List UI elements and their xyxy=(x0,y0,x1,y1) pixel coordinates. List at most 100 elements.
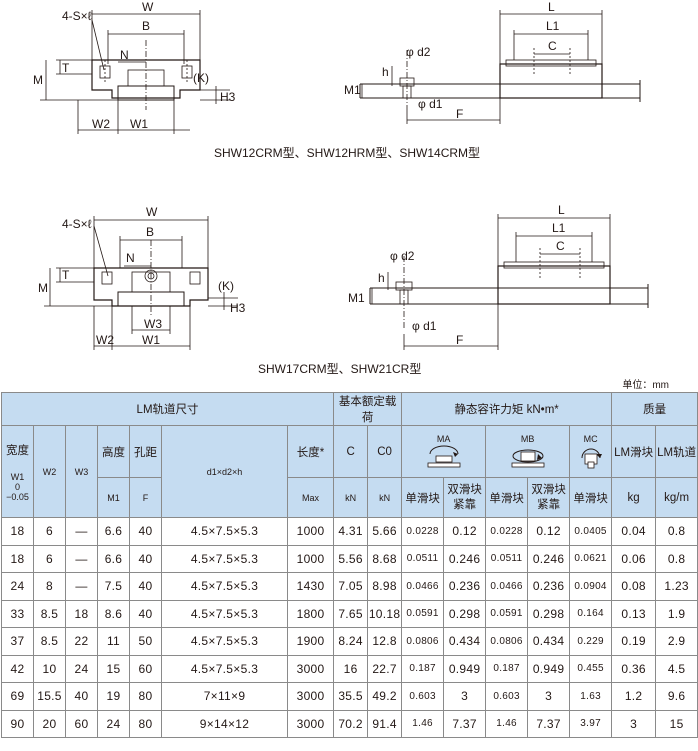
table-cell: 10.18 xyxy=(367,599,403,628)
lmblock-header: LM滑块 xyxy=(611,425,657,478)
table-cell: 33 xyxy=(1,599,34,628)
table-cell: 8.24 xyxy=(333,627,369,656)
width-sym: W1 xyxy=(10,471,25,482)
table-cell: 4.5×7.5×5.3 xyxy=(161,572,288,601)
bottom-n-label: N xyxy=(126,251,135,265)
table-cell: 3 xyxy=(443,682,487,711)
table-cell: 15 xyxy=(655,709,698,738)
table-cell: 9.6 xyxy=(655,682,698,711)
drawing-svg: 4-S×ℓ W B N T M (K) H3 W2 W1 L L1 C φ d2… xyxy=(33,0,649,350)
width-header: 宽度 W1 0 −0.05 xyxy=(1,425,34,518)
bottom-m1-label: M1 xyxy=(348,291,365,305)
table-cell: 0.298 xyxy=(443,599,487,628)
technical-drawings: 4-S×ℓ W B N T M (K) H3 W2 W1 L L1 C φ d2… xyxy=(33,0,649,350)
table-cell: 6.6 xyxy=(97,517,130,546)
table-cell: 20 xyxy=(33,709,66,738)
table-cell: 0.8 xyxy=(655,544,698,573)
table-cell: 8.5 xyxy=(33,599,66,628)
table-cell: 0.236 xyxy=(527,572,571,601)
bottom-k-label: (K) xyxy=(218,279,234,293)
table-cell: 11 xyxy=(97,627,130,656)
top-l-label: L xyxy=(548,0,555,14)
table-cell: 0.236 xyxy=(443,572,487,601)
table-cell: 3.97 xyxy=(569,709,613,738)
top-w-label: W xyxy=(142,0,154,14)
bottom-side-view xyxy=(369,214,649,350)
mb-label: MB xyxy=(520,433,535,444)
table-cell: 5.66 xyxy=(367,517,403,546)
table-cell: 22 xyxy=(65,627,98,656)
table-cell: 1.63 xyxy=(569,682,613,711)
mc-label: MC xyxy=(583,433,598,444)
table-cell: 4.5×7.5×5.3 xyxy=(161,627,288,656)
table-cell: 15.5 xyxy=(33,682,66,711)
table-cell: 1800 xyxy=(286,599,335,628)
table-cell: 24 xyxy=(65,654,98,683)
table-cell: 0.06 xyxy=(611,544,657,573)
top-d1-label: φ d1 xyxy=(418,97,443,111)
top-h-label: h xyxy=(382,65,389,79)
table-cell: 0.13 xyxy=(611,599,657,628)
ma-moment-icon xyxy=(427,445,460,467)
table-cell: 6.6 xyxy=(97,544,130,573)
table-cell: 0.949 xyxy=(443,654,487,683)
table-cell: 22.7 xyxy=(367,654,403,683)
bottom-cross-section xyxy=(44,216,238,350)
ma-label: MA xyxy=(436,433,451,444)
bottom-c-label: C xyxy=(556,239,565,253)
table-cell: 0.12 xyxy=(443,517,487,546)
table-cell: 40 xyxy=(129,572,162,601)
mb-single-header: 单滑块 xyxy=(485,477,529,518)
kgm-header: kg/m xyxy=(655,477,698,518)
table-cell: 24 xyxy=(1,572,34,601)
mc-moment-icon xyxy=(581,448,602,468)
table-cell: 40 xyxy=(129,599,162,628)
table-cell: 0.0621 xyxy=(569,544,613,573)
table-cell: 0.8 xyxy=(655,517,698,546)
group-moment-header: 静态容许力矩 kN•m* xyxy=(401,392,613,426)
table-cell: 0.187 xyxy=(401,654,445,683)
table-cell: 60 xyxy=(65,709,98,738)
table-cell: 49.2 xyxy=(367,682,403,711)
top-l1-label: L1 xyxy=(546,19,560,33)
table-cell: 10 xyxy=(33,654,66,683)
width-tolerance: 0 −0.05 xyxy=(6,481,29,502)
table-cell: 80 xyxy=(129,682,162,711)
table-cell: 0.0591 xyxy=(485,599,529,628)
table-cell: 8.6 xyxy=(97,599,130,628)
bottom-w-label: W xyxy=(146,205,158,219)
bottom-w2-label: W2 xyxy=(96,333,114,347)
table-cell: 1000 xyxy=(286,517,335,546)
top-b-label: B xyxy=(142,19,150,33)
bottom-m-label: M xyxy=(38,281,48,295)
table-cell: 19 xyxy=(97,682,130,711)
bottom-h-label: h xyxy=(378,271,385,285)
top-c-label: C xyxy=(548,39,557,53)
ma-single-header: 单滑块 xyxy=(401,477,445,518)
table-cell: 0.0806 xyxy=(401,627,445,656)
table-cell: — xyxy=(65,517,98,546)
pitch-header: 孔距 xyxy=(129,425,162,478)
table-cell: 91.4 xyxy=(367,709,403,738)
table-cell: 8 xyxy=(33,572,66,601)
height-header: 高度 xyxy=(97,425,130,478)
table-cell: 8.5 xyxy=(33,627,66,656)
bottom-l-label: L xyxy=(558,203,565,217)
f-header: F xyxy=(129,477,162,518)
table-cell: 1.46 xyxy=(485,709,529,738)
table-cell: 1.9 xyxy=(655,599,698,628)
table-cell: 0.0228 xyxy=(485,517,529,546)
table-cell: 8.98 xyxy=(367,572,403,601)
top-f-label: F xyxy=(456,107,463,121)
table-cell: 0.0904 xyxy=(569,572,613,601)
width-header-label: 宽度 xyxy=(6,444,29,457)
table-cell: 35.5 xyxy=(333,682,369,711)
bottom-b-label: B xyxy=(146,225,154,239)
mb-moment-icon xyxy=(511,449,544,467)
mc-header: MC xyxy=(569,425,613,478)
table-cell: 7.37 xyxy=(527,709,571,738)
